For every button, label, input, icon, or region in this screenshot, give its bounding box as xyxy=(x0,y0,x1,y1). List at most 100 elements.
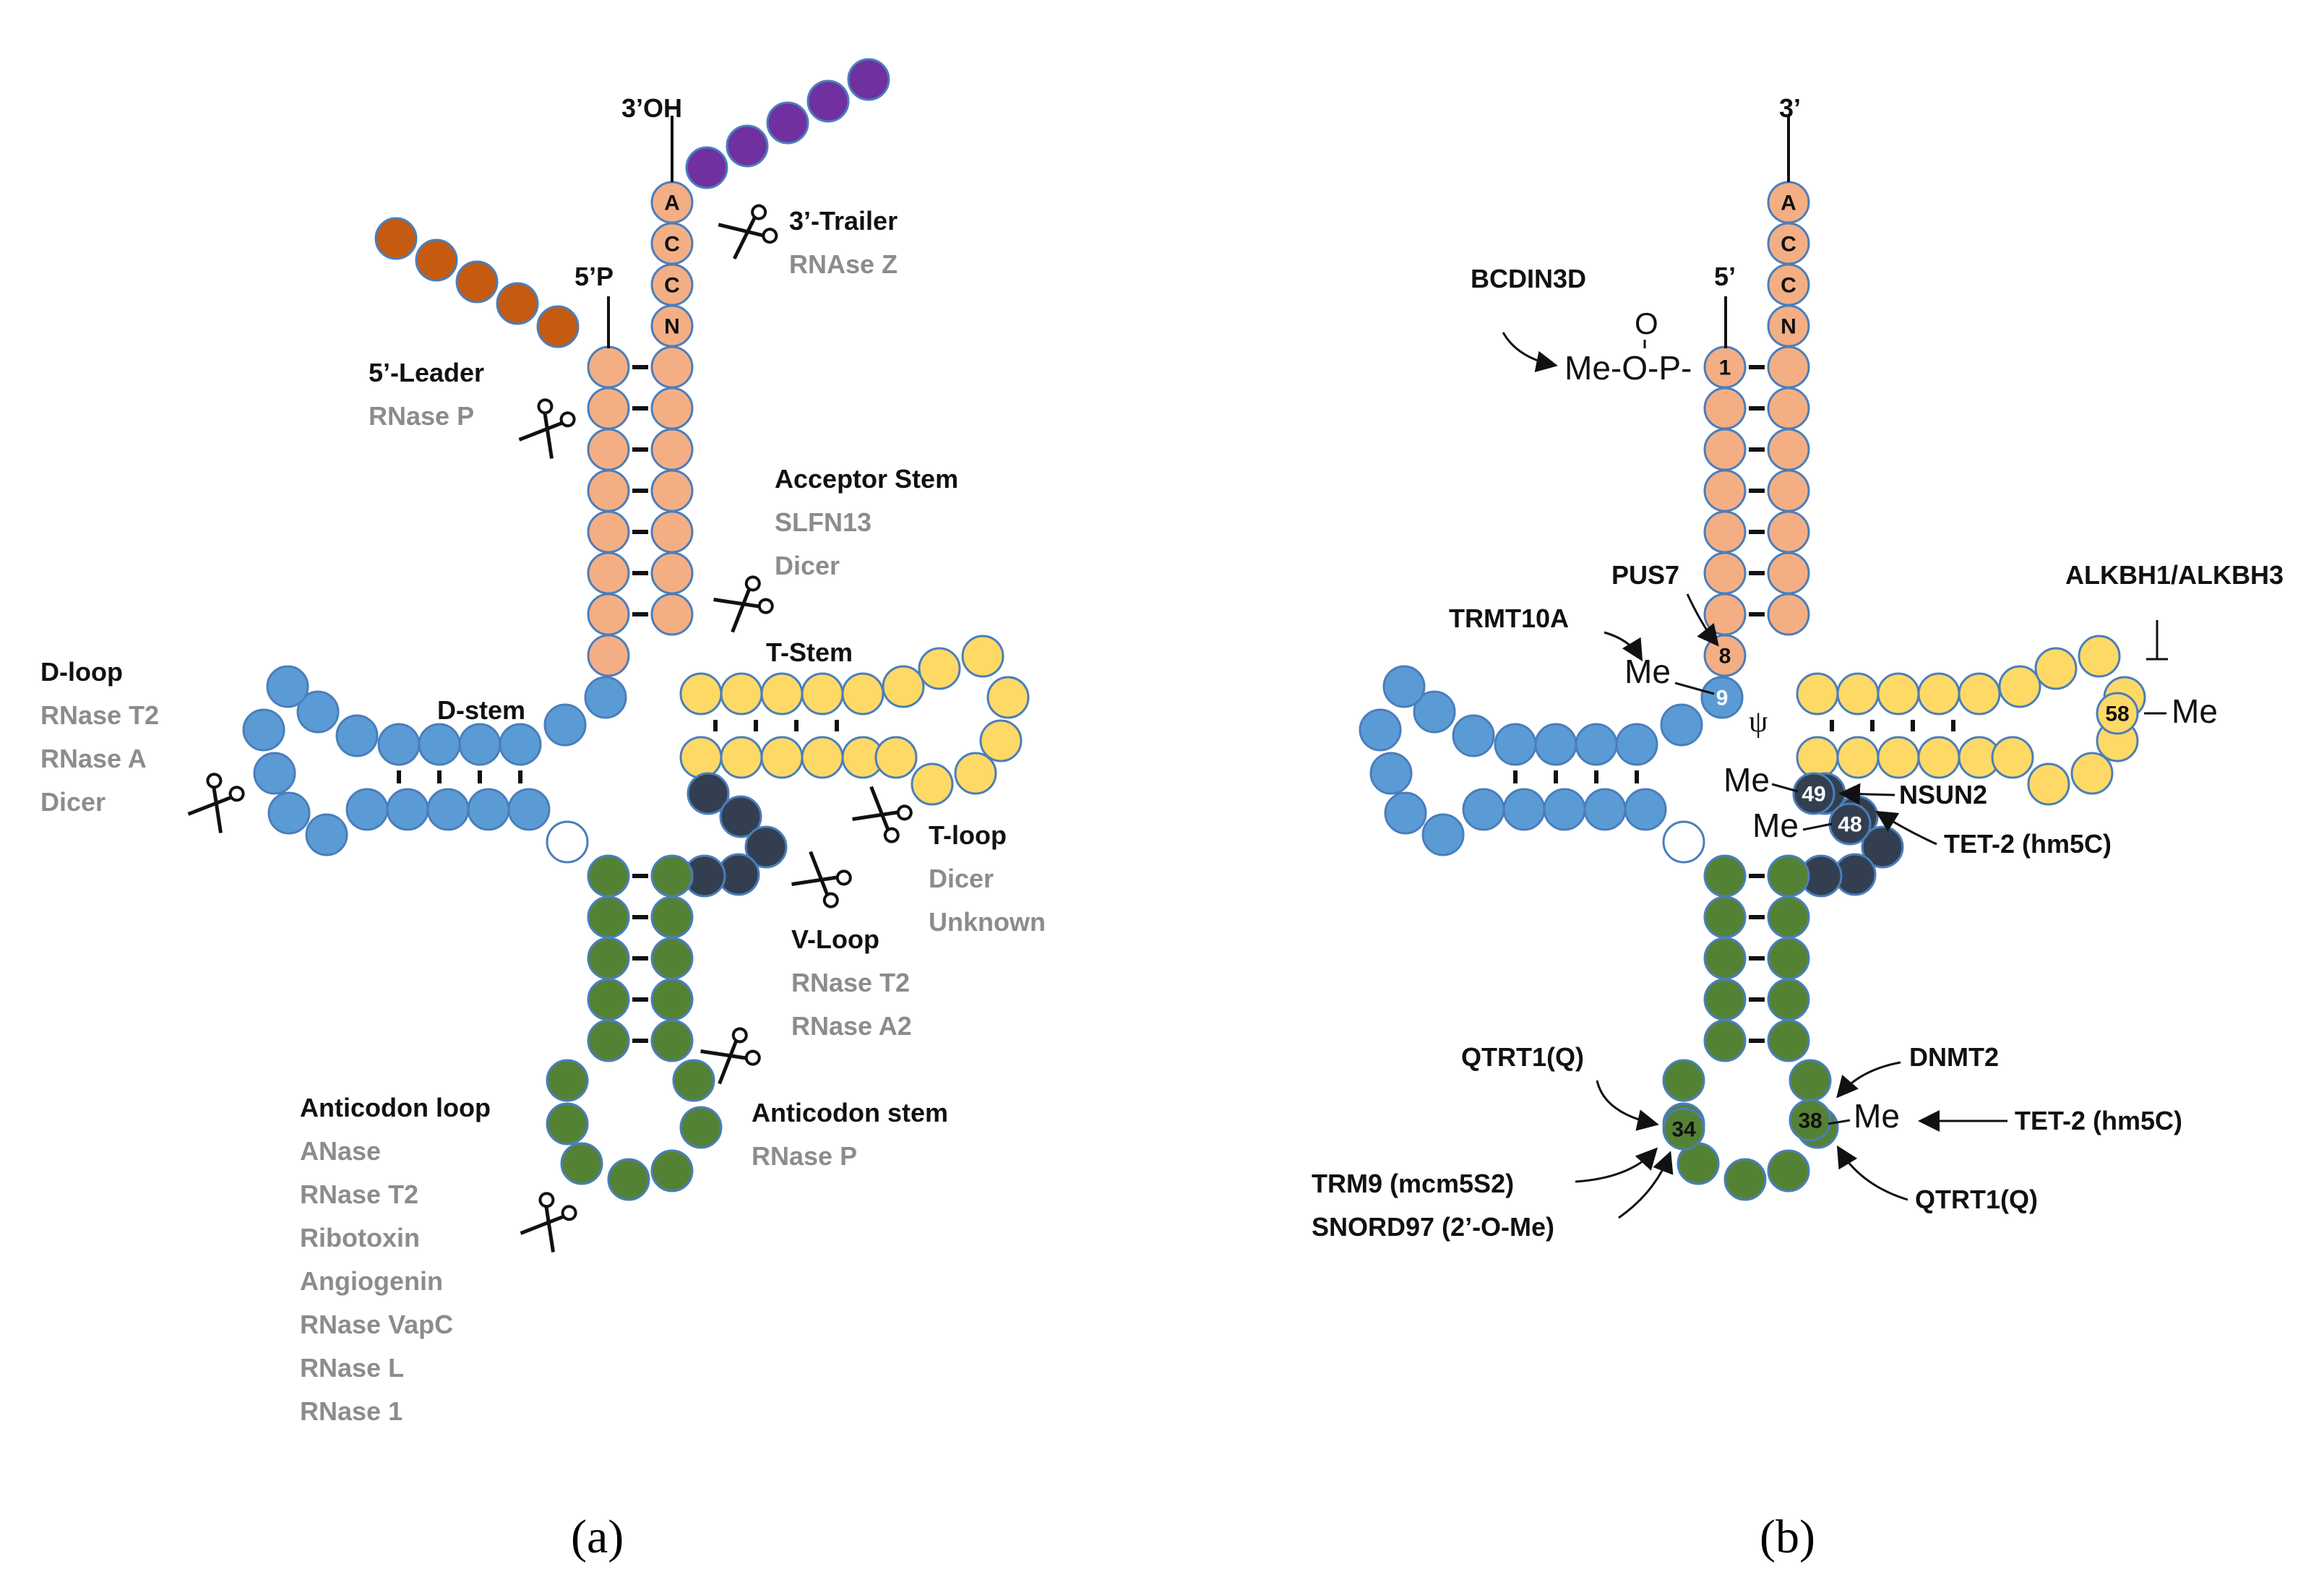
acceptor-nucleotide xyxy=(1767,428,1810,471)
enzyme-snord97: SNORD97 (2’-O-Me) xyxy=(1312,1212,1554,1242)
arrow-bcdin3d xyxy=(1502,332,1558,372)
anticodon-loop-enzyme-3: Ribotoxin xyxy=(300,1223,420,1252)
mod-me-38: Me xyxy=(1854,1097,1900,1135)
trailer-nucleotide xyxy=(806,80,850,123)
acceptor-nucleotide xyxy=(1767,345,1810,389)
anticodon-loop-nucleotide xyxy=(650,1149,694,1193)
leader-nucleotide xyxy=(496,282,539,325)
tstem-nucleotide xyxy=(760,672,804,716)
anticodon-stem-nucleotide xyxy=(1767,854,1810,898)
scissors-icon xyxy=(718,204,778,260)
dstem-nucleotide xyxy=(1543,788,1586,831)
modified-nucleotide xyxy=(1789,1099,1832,1142)
acceptor-nucleotide xyxy=(1703,593,1747,636)
anticodon-stem-enzyme: RNase P xyxy=(752,1141,857,1171)
leader-nucleotide xyxy=(374,217,418,260)
anticodon-stem-nucleotide xyxy=(1767,1019,1810,1062)
nucleotide-label: C xyxy=(664,274,680,298)
vloop-enzyme-2: RNase A2 xyxy=(791,1011,912,1041)
tloop-nucleotide xyxy=(1998,665,2041,708)
acceptor-nucleotide xyxy=(587,551,630,595)
tstem-nucleotide xyxy=(874,736,918,779)
tstem-nucleotide xyxy=(1958,672,2001,716)
tstem-nucleotide xyxy=(801,672,844,716)
panel-b: ACCN18994948583438 3’ 5’ O Me-O-P- Me ψ … xyxy=(1312,93,2284,1563)
anticodon-loop-enzyme-4: Angiogenin xyxy=(300,1266,443,1296)
acceptor-nucleotide xyxy=(1703,551,1747,595)
scissors-icon xyxy=(187,773,245,833)
anticodon-stem-nucleotide xyxy=(1703,895,1747,939)
acceptor-nucleotide xyxy=(587,345,630,389)
dloop-nucleotide xyxy=(266,665,309,708)
tloop-enzyme-1: Dicer xyxy=(929,864,994,893)
anticodon-loop-enzyme-1: ANase xyxy=(300,1136,381,1166)
anticodon-loop-title: Anticodon loop xyxy=(300,1093,491,1122)
mod-me-48: Me xyxy=(1752,807,1799,844)
enzyme-trm9: TRM9 (mcm5S2) xyxy=(1312,1169,1514,1198)
dstem-nucleotide xyxy=(1615,723,1658,766)
tloop-title: T-loop xyxy=(929,820,1007,850)
enzyme-dnmt2: DNMT2 xyxy=(1909,1042,1999,1072)
scissors-icon xyxy=(520,1192,577,1252)
anticodon-stem-nucleotide xyxy=(650,895,694,939)
b-3prime-label: 3’ xyxy=(1779,93,1801,123)
trailer-title: 3’-Trailer xyxy=(789,206,898,236)
vloop-nucleotide xyxy=(719,795,762,838)
anticodon-loop-nucleotide xyxy=(1723,1158,1767,1201)
acceptor-nucleotide xyxy=(1767,387,1810,430)
dstem-nucleotide xyxy=(345,788,389,831)
mod-me-9-bond xyxy=(1674,682,1715,695)
anticodon-loop-nucleotide xyxy=(560,1142,603,1185)
tloop-nucleotide xyxy=(882,665,925,708)
vloop-enzyme-1: RNase T2 xyxy=(791,968,910,997)
leader-title: 5’-Leader xyxy=(369,358,484,387)
tstem-nucleotide xyxy=(720,736,763,779)
leader-nucleotide xyxy=(415,239,458,282)
anticodon-stem-nucleotide xyxy=(1703,937,1747,980)
dstem-title: D-stem xyxy=(437,695,525,725)
acceptor-nucleotide xyxy=(650,510,694,554)
acceptor-nucleotide xyxy=(1703,387,1747,430)
panel-b-nucleotides: ACCN18994948583438 xyxy=(1359,181,2146,1201)
anticodon-loop-nucleotide xyxy=(672,1059,715,1102)
tstem-nucleotide xyxy=(1836,736,1880,779)
anticodon-loop-nucleotide xyxy=(607,1158,650,1201)
anticodon-stem-nucleotide xyxy=(1703,854,1747,898)
modified-nucleotide xyxy=(1792,772,1835,815)
dloop-nucleotide xyxy=(1382,665,1426,708)
tstem-nucleotide xyxy=(1796,736,1839,779)
dloop-nucleotide xyxy=(296,690,340,734)
anticodon-stem-nucleotide xyxy=(587,978,630,1021)
anticodon-loop-nucleotide xyxy=(679,1106,723,1149)
dstem-nucleotide xyxy=(1534,723,1578,766)
dstem-nucleotide xyxy=(1502,788,1546,831)
nucleotide-label: C xyxy=(1781,233,1796,257)
tloop-nucleotide xyxy=(2027,762,2070,806)
tloop-nucleotide xyxy=(954,752,997,795)
dstem-nucleotide xyxy=(507,788,551,831)
nucleotide-label: N xyxy=(1781,315,1796,339)
tloop-nucleotide xyxy=(2034,647,2078,690)
tstem-nucleotide xyxy=(760,736,804,779)
mod-psi: ψ xyxy=(1749,705,1768,739)
dstem-nucleotide xyxy=(1494,723,1537,766)
dloop-nucleotide xyxy=(1413,690,1456,734)
acceptor-nucleotide xyxy=(1703,428,1747,471)
scissors-icon xyxy=(791,851,852,908)
acceptor-nucleotide xyxy=(1767,510,1810,554)
enzyme-tet2-a: TET-2 (hm5C) xyxy=(1944,829,2112,859)
tloop-nucleotide xyxy=(961,635,1004,678)
acceptor-nucleotide xyxy=(587,510,630,554)
dloop-nucleotide xyxy=(305,813,348,856)
anticodon-loop-enzyme-5: RNase VapC xyxy=(300,1310,453,1339)
dstem-nucleotide xyxy=(1624,788,1667,831)
dloop-enzyme-3: Dicer xyxy=(40,787,106,817)
dloop-title: D-loop xyxy=(40,657,123,687)
tstem-nucleotide xyxy=(1917,672,1961,716)
mod-me-48-bond xyxy=(1802,822,1833,831)
scissors-icon xyxy=(713,575,774,633)
acceptor-nucleotide xyxy=(587,469,630,512)
anticodon-stem-nucleotide xyxy=(587,937,630,980)
nucleotide-label: A xyxy=(1781,192,1796,215)
